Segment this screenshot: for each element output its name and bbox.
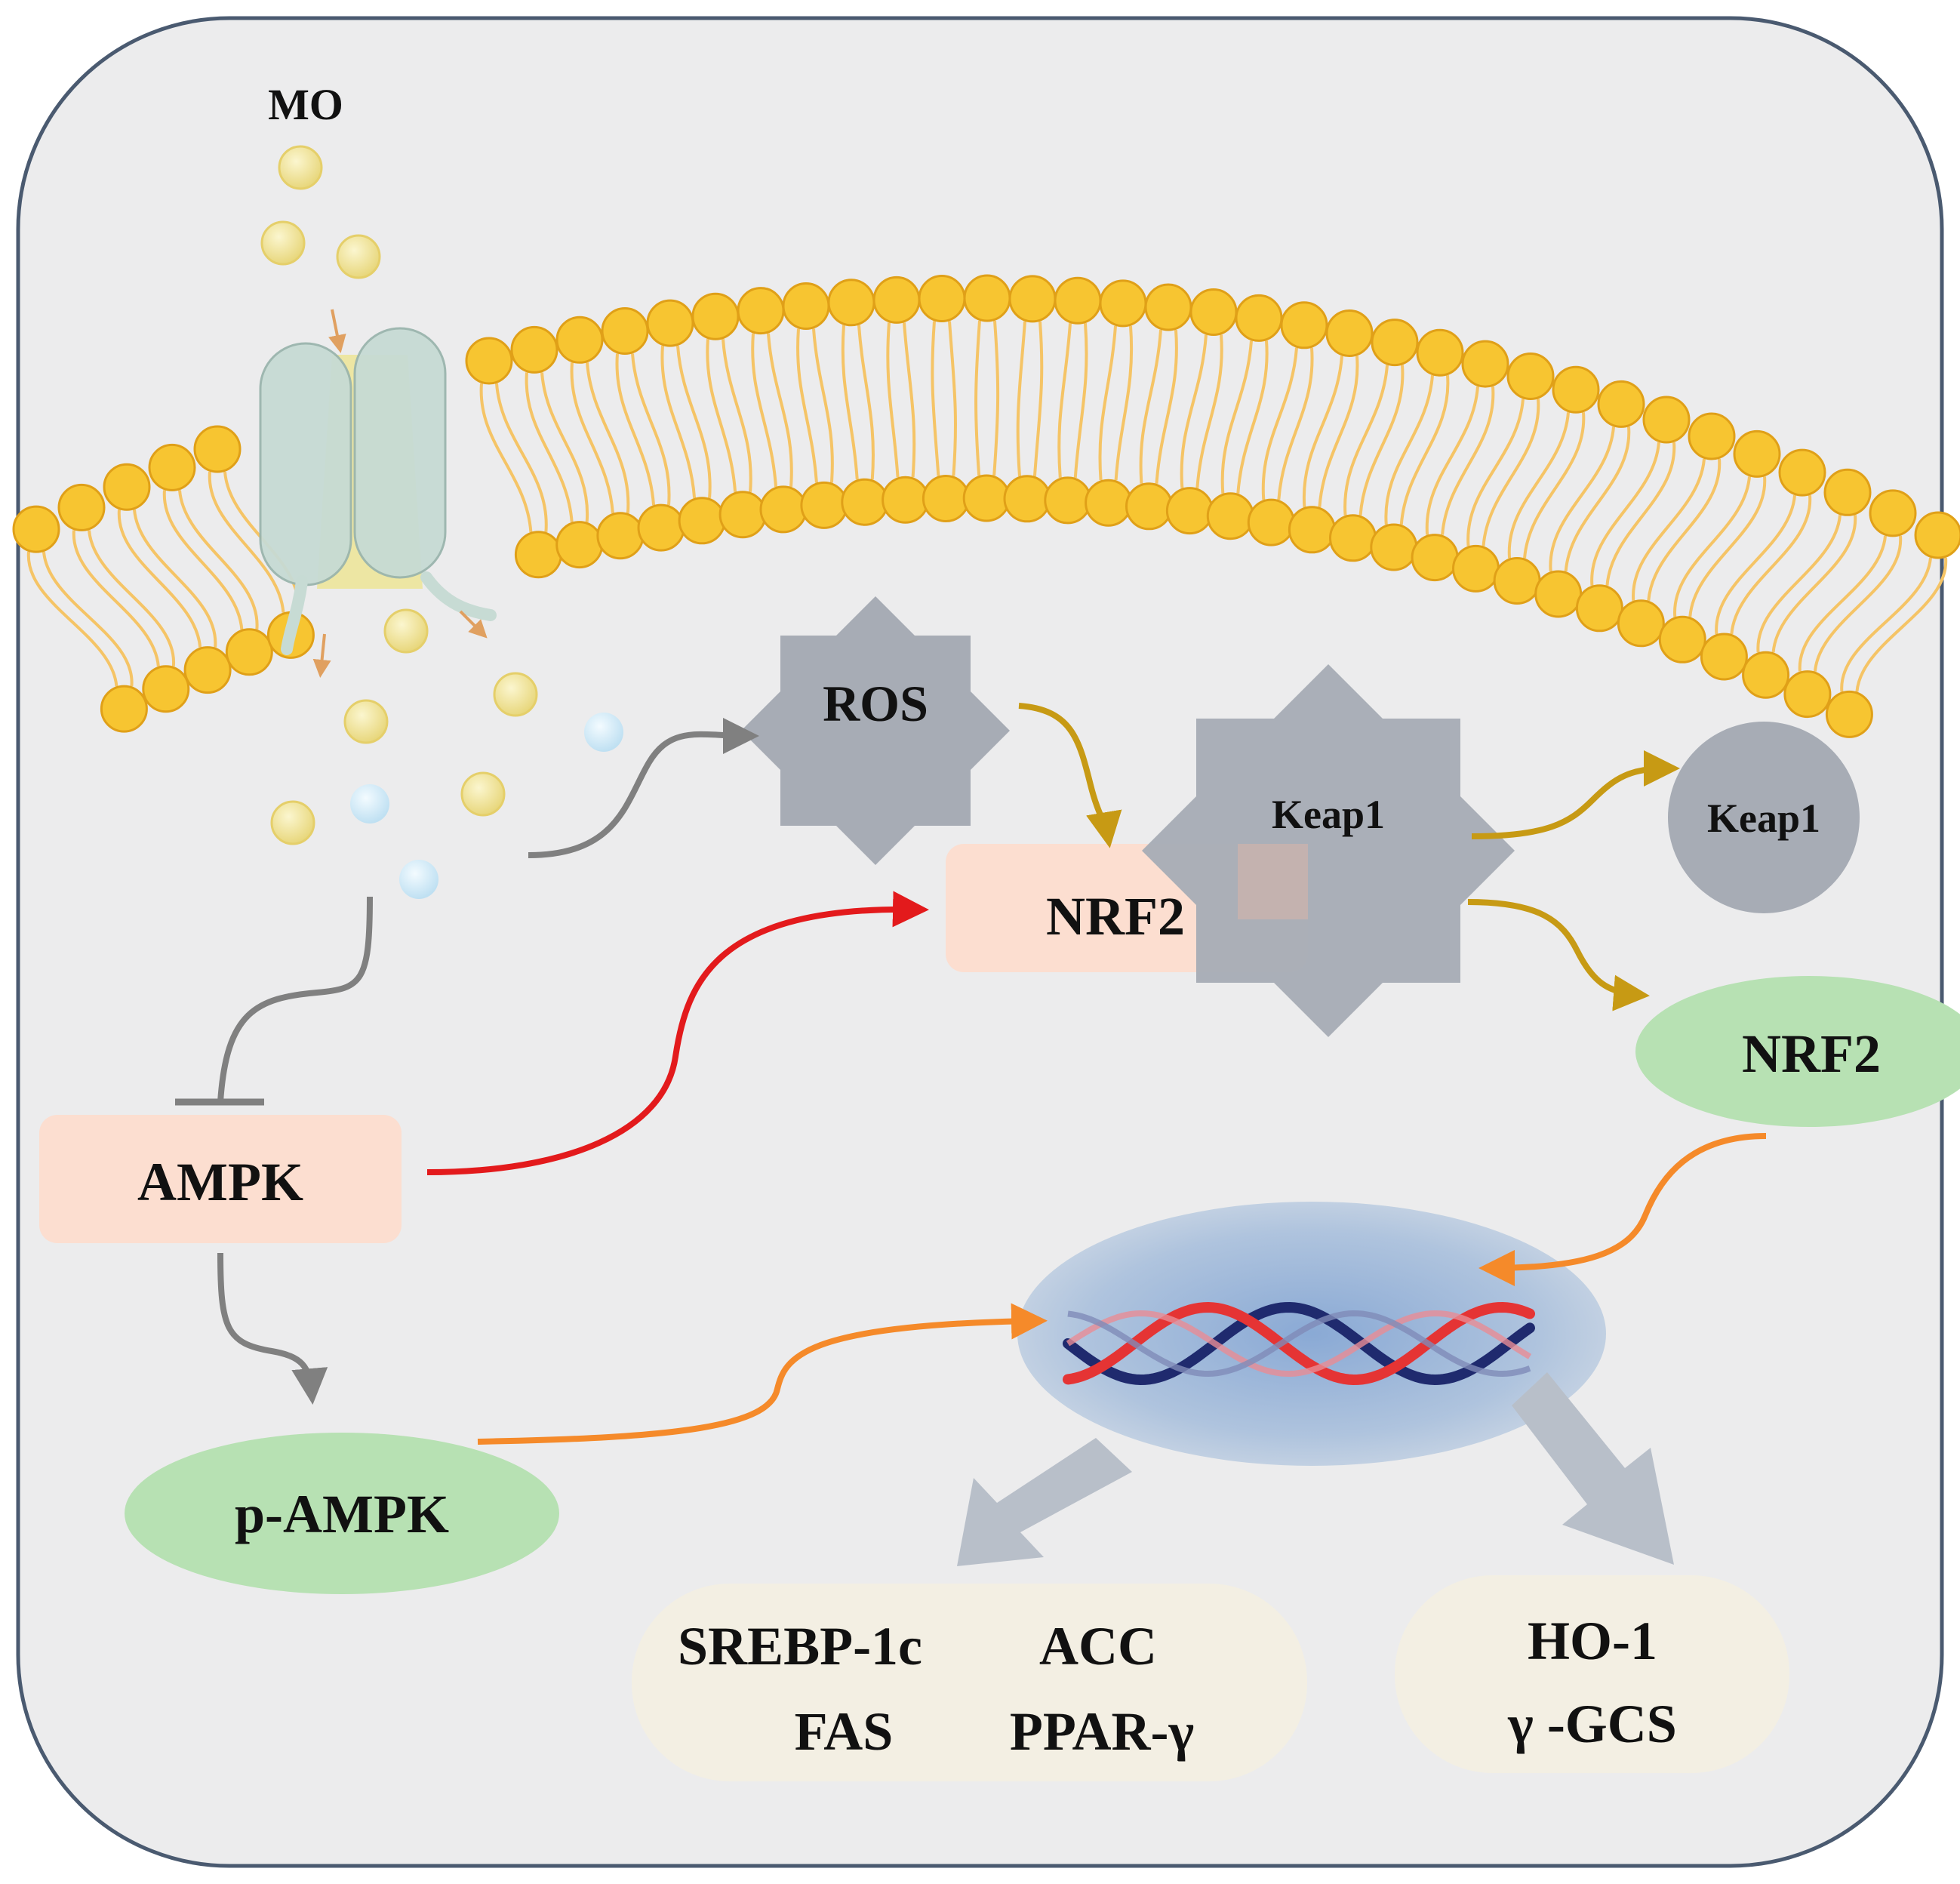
keap1-free-circle [1668,722,1860,913]
ampk-to-p-ampk-arrow [217,1252,328,1405]
mo-particles [260,145,623,899]
nrf2-to-nucleus-arrow [1478,1133,1767,1286]
membrane-channel-icon [259,309,497,678]
mo-inhibits-ampk [175,896,373,1106]
ampk-box [39,1115,402,1243]
keap1-free-label: Keap1 [1707,796,1820,841]
p-ampk-to-nucleus-arrow [477,1303,1048,1445]
keap1-bound-label: Keap1 [1272,792,1385,837]
gene-srebp1c: SREBP-1c [678,1616,922,1676]
nrf2-release-arrow [1467,899,1650,1011]
gene-acc: ACC [1039,1616,1157,1676]
p-ampk-ellipse [125,1433,559,1594]
mo-to-ros-arrow [528,717,759,858]
gene-fas: FAS [795,1701,894,1762]
block-arrow-to-lipid-genes [957,1438,1132,1566]
nrf2-free-ellipse [1635,976,1960,1127]
ros-star-icon [741,596,1010,865]
gene-ppar-gamma: PPAR-γ [1010,1701,1194,1762]
keap1-release-arrow [1471,750,1680,839]
nrf2-free-label: NRF2 [1742,1024,1881,1084]
ampk-to-nrf2-arrow [426,891,929,1175]
gene-ho1: HO-1 [1528,1611,1657,1671]
lipid-genes-box [632,1584,1307,1781]
antioxidant-genes-box [1395,1575,1789,1773]
block-arrow-to-antioxidant-genes [1512,1372,1674,1565]
ampk-label: AMPK [137,1152,303,1212]
ros-label: ROS [823,675,928,732]
keap1-star-icon [1142,664,1515,1037]
mo-label: MO [268,80,343,129]
gene-gamma-gcs: γ -GCS [1507,1694,1677,1754]
nucleus-dna-icon [1017,1202,1606,1466]
lipid-bilayer-membrane [12,274,1960,738]
p-ampk-label: p-AMPK [235,1484,449,1544]
ros-to-nrf2-arrow [1018,703,1122,848]
nrf2-box-label: NRF2 [1046,886,1185,947]
